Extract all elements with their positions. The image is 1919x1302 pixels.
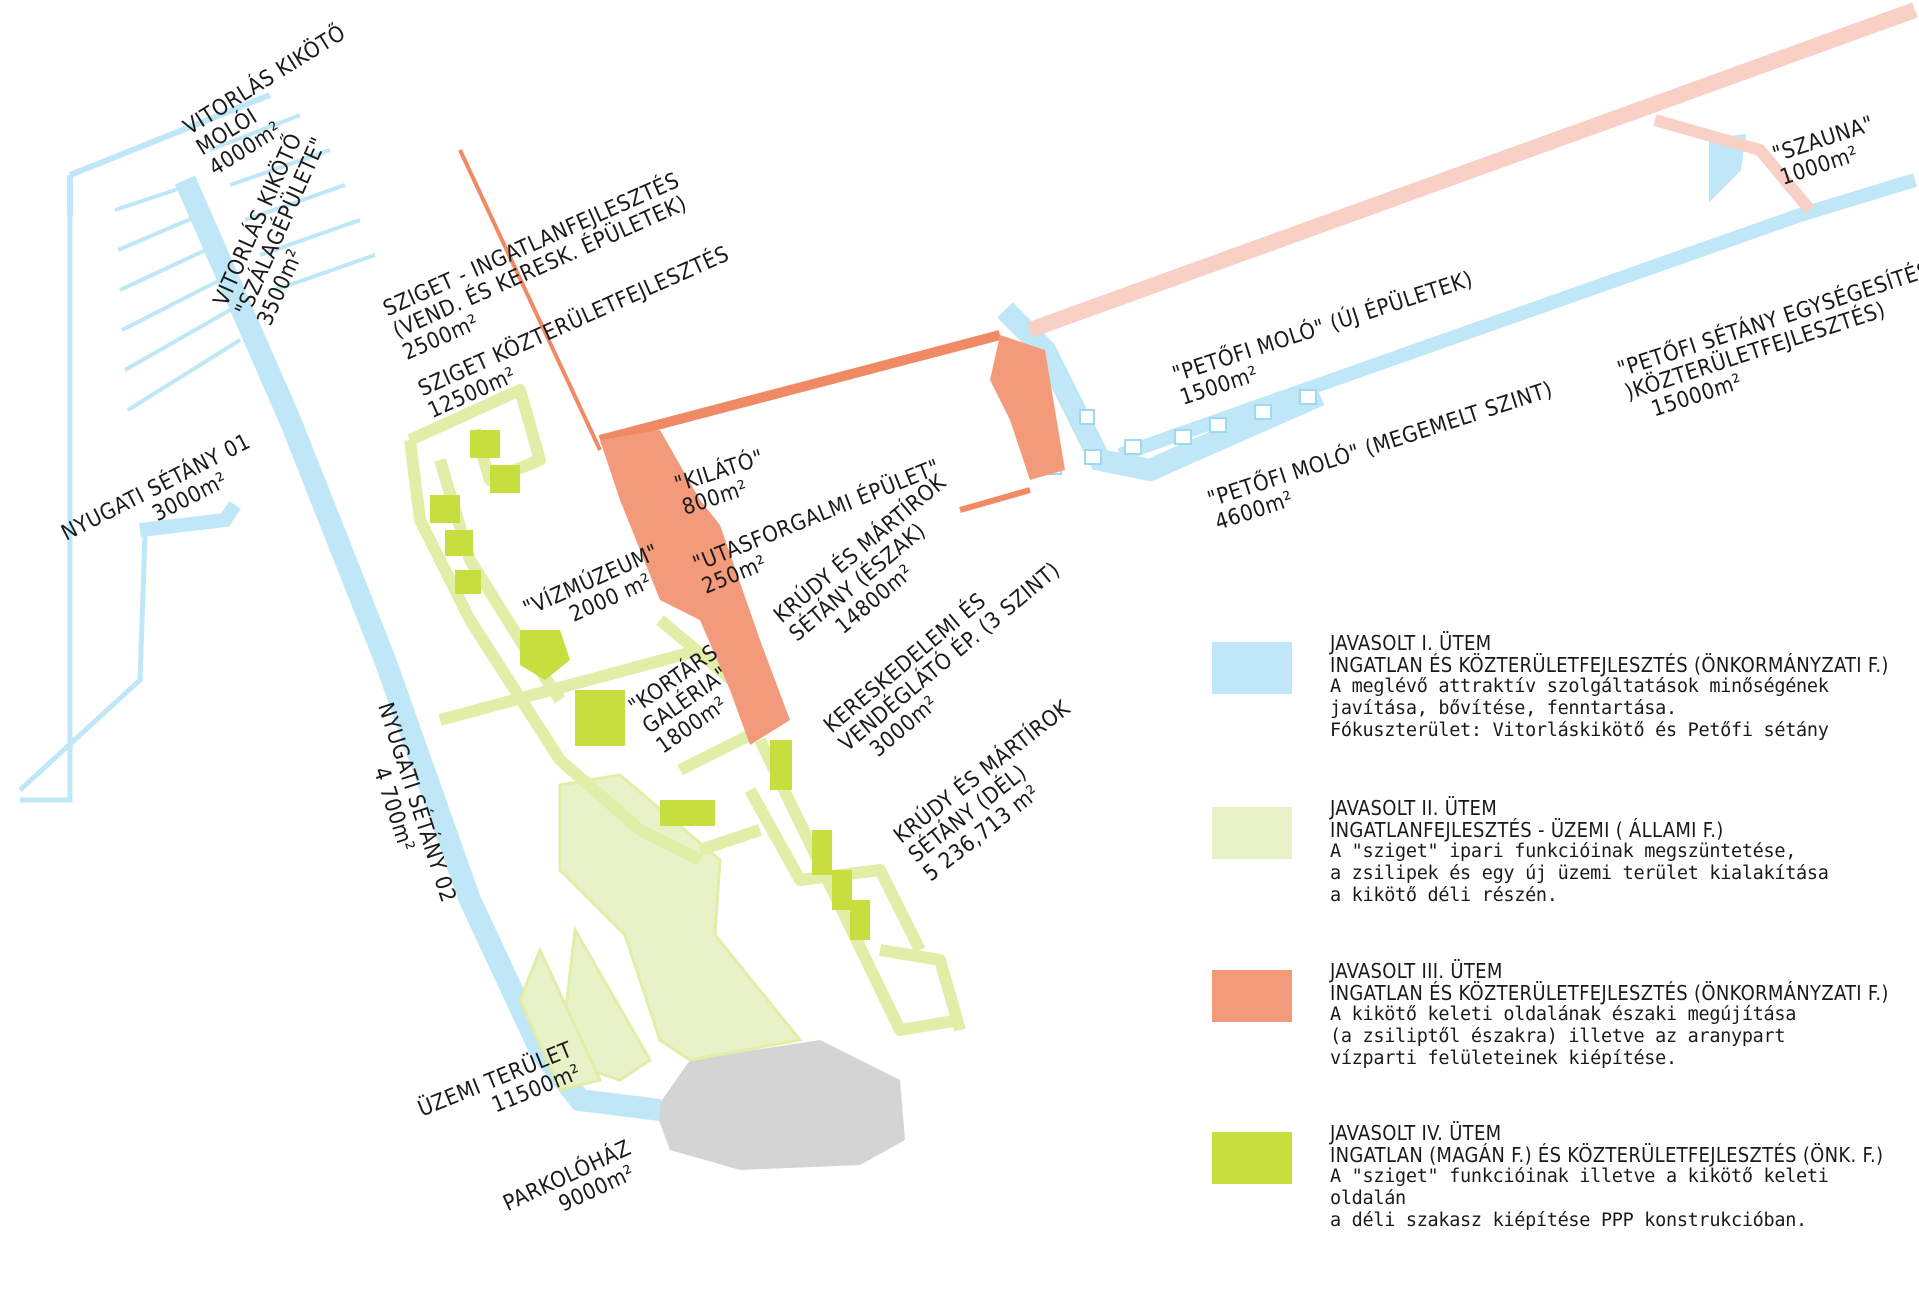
phase4-buildings [430, 430, 870, 940]
legend-swatch [1212, 807, 1292, 859]
legend-swatch [1212, 1132, 1292, 1184]
legend-swatch [1212, 970, 1292, 1022]
parking-area [655, 1040, 905, 1170]
phase1-areas [18, 92, 1918, 1121]
phase3-areas [458, 149, 1065, 745]
legend-swatch [1212, 642, 1292, 694]
phase2-areas [518, 773, 803, 1092]
petofi-new-buildings [1027, 2, 1918, 338]
